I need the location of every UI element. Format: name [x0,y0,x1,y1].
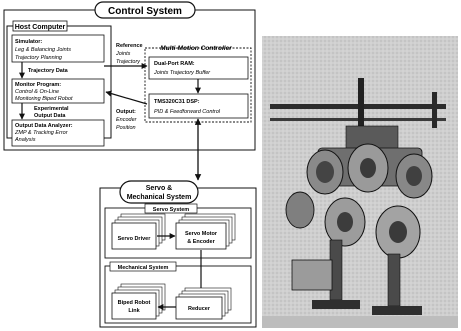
mechanical-system-title: Mechanical System [118,265,169,271]
simulator-label: Simulator: [15,39,42,45]
control-system-diagram: Control System Host Computer Simulator: … [4,2,256,327]
control-system-title: Control System [108,6,182,17]
side-actuator [292,260,332,290]
ram-line-1: Joints Trajectory Buffer [153,70,211,76]
simulator-line-2: Trajectory Planning [15,55,63,61]
trajectory-data-label: Trajectory Data [28,68,69,74]
right-leg [388,254,400,306]
servo-driver-label: Servo Driver [118,236,152,242]
analyzer-line-2: Analysis [14,137,36,143]
servo-title-1: Servo & [146,185,172,192]
experimental-label-1: Experimental [34,106,69,112]
right-post [432,92,437,128]
multi-motion-controller-title: Multi-Motion Controller [160,45,232,52]
monitor-label: Monitor Program: [15,82,61,88]
left-foot [312,300,360,309]
output-label-3: Position [116,125,136,131]
reducer-label: Reducer [188,306,211,312]
floor [262,316,458,328]
reducer-stack [176,288,231,319]
analyzer-line-1: ZMP & Tracking Error [14,130,69,136]
monitor-line-1: Control & On-Line [15,89,59,95]
biped-robot-photo [262,36,458,328]
output-label-2: Encoder [116,117,138,123]
reference-label-3: Trajectory [116,59,141,65]
biped-link-label-2: Link [128,308,140,314]
dsp-label: TMS320C31 DSP: [154,99,200,105]
servo-system-title: Servo System [153,207,189,213]
analyzer-label: Output Data Analyzer: [15,123,73,129]
host-computer-title: Host Computer [15,24,66,31]
simulator-line-1: Leg & Balancing Joints [15,47,71,53]
servo-motor-label-2: & Encoder [187,239,215,245]
servo-driver-stack [112,214,165,249]
output-label-1: Output: [116,109,136,115]
right-foot [372,306,422,315]
experimental-label-2: Output Data [34,113,66,119]
output-arrow [106,92,147,104]
dsp-line-1: PID & Feedforward Control [154,109,221,115]
reference-label-2: Joints [115,51,131,57]
biped-link-label-1: Biped Robot [118,300,151,306]
monitor-line-2: Monitoring Biped Robot [15,96,73,102]
ram-label: Dual-Port RAM: [154,61,195,67]
servo-motor-label-1: Servo Motor [185,231,218,237]
reference-label-1: Reference [116,43,143,49]
servo-title-2: Mechanical System [127,194,192,201]
